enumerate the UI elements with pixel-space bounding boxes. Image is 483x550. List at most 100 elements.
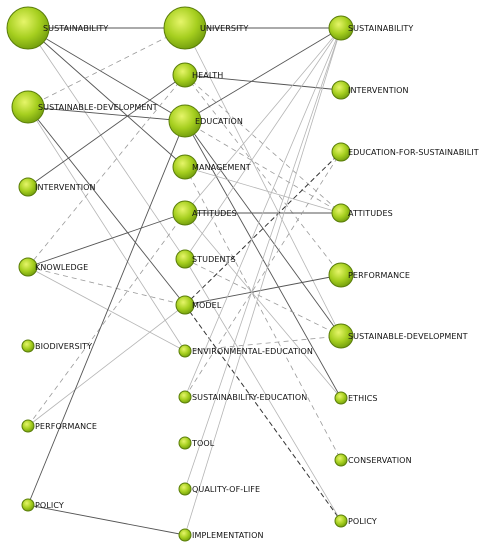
node-circle[interactable] — [6, 6, 50, 50]
node-label: CONSERVATION — [348, 456, 412, 465]
node-circle[interactable] — [163, 6, 207, 50]
node-label: QUALITY-OF-LIFE — [192, 485, 260, 494]
edge-M11-R1 — [184, 27, 342, 490]
node-left-biodiversity[interactable]: BIODIVERSITY — [21, 339, 92, 353]
edge-L7-M12 — [27, 504, 186, 536]
node-circle[interactable] — [178, 436, 192, 450]
edge-M2-R4 — [184, 74, 342, 214]
edge-M9-R3 — [184, 151, 342, 398]
node-label: MANAGEMENT — [192, 163, 251, 172]
edge-M3-R6 — [184, 120, 342, 337]
node-label: EDUCATION-FOR-SUSTAINABILIT — [348, 148, 479, 157]
node-circle[interactable] — [334, 391, 348, 405]
node-circle[interactable] — [18, 257, 38, 277]
node-label: INTERVENTION — [35, 183, 96, 192]
node-circle[interactable] — [175, 295, 195, 315]
edge-M9-R1 — [184, 27, 342, 398]
edge-L1-M3 — [27, 27, 186, 122]
edge-L6-M5 — [27, 212, 186, 427]
node-middle-quality-of-life[interactable]: QUALITY-OF-LIFE — [178, 482, 260, 496]
node-circle[interactable] — [21, 498, 35, 512]
edge-M6-R6 — [184, 258, 342, 337]
edge-M2-R5 — [184, 74, 342, 276]
node-circle[interactable] — [334, 514, 348, 528]
node-middle-students[interactable]: STUDENTS — [175, 249, 236, 269]
edge-M6-R1 — [184, 27, 342, 260]
node-right-sustainable-development[interactable]: SUSTAINABLE-DEVELOPMENT — [328, 323, 468, 349]
node-circle[interactable] — [18, 177, 38, 197]
node-circle[interactable] — [328, 262, 354, 288]
node-label: ETHICS — [348, 394, 378, 403]
node-circle[interactable] — [178, 390, 192, 404]
node-label: SUSTAINABLE-DEVELOPMENT — [348, 332, 468, 341]
node-label: EDUCATION — [195, 117, 243, 126]
node-right-performance[interactable]: PERFORMANCE — [328, 262, 410, 288]
node-circle[interactable] — [21, 419, 35, 433]
node-circle[interactable] — [21, 339, 35, 353]
node-left-intervention[interactable]: INTERVENTION — [18, 177, 96, 197]
node-label: PERFORMANCE — [348, 271, 410, 280]
node-right-intervention[interactable]: INTERVENTION — [331, 80, 409, 100]
node-right-attitudes[interactable]: ATTITUDES — [331, 203, 393, 223]
edge-L7-M3 — [27, 120, 186, 506]
node-circle[interactable] — [331, 80, 351, 100]
node-circle[interactable] — [175, 249, 195, 269]
edges-layer — [27, 27, 342, 536]
edge-L3-M2 — [27, 74, 186, 188]
node-circle[interactable] — [178, 528, 192, 542]
node-right-education-for-sustainabilit[interactable]: EDUCATION-FOR-SUSTAINABILIT — [331, 142, 479, 162]
edge-M4-R4 — [184, 166, 342, 214]
node-right-conservation[interactable]: CONSERVATION — [334, 453, 412, 467]
node-label: UNIVERSITY — [200, 24, 249, 33]
node-middle-model[interactable]: MODEL — [175, 295, 222, 315]
node-label: ENVIRONMENTAL-EDUCATION — [192, 347, 313, 356]
edge-L2-M7 — [27, 106, 186, 306]
node-middle-environmental-education[interactable]: ENVIRONMENTAL-EDUCATION — [178, 344, 313, 358]
node-circle[interactable] — [172, 154, 198, 180]
node-label: POLICY — [348, 517, 377, 526]
node-label: SUSTAINABILITY — [43, 24, 108, 33]
edge-L2-M1 — [27, 27, 186, 108]
node-left-policy[interactable]: POLICY — [21, 498, 64, 512]
node-label: SUSTAINABLE-DEVELOPMENT — [38, 103, 158, 112]
node-circle[interactable] — [172, 200, 198, 226]
node-right-sustainability[interactable]: SUSTAINABILITY — [328, 15, 413, 41]
node-circle[interactable] — [172, 62, 198, 88]
edge-M7-R9 — [184, 304, 342, 522]
edge-M12-R1 — [184, 27, 342, 536]
node-middle-implementation[interactable]: IMPLEMENTATION — [178, 528, 264, 542]
node-label: INTERVENTION — [348, 86, 409, 95]
node-circle[interactable] — [331, 142, 351, 162]
node-middle-health[interactable]: HEALTH — [172, 62, 223, 88]
node-label: BIODIVERSITY — [35, 342, 92, 351]
node-right-policy[interactable]: POLICY — [334, 514, 377, 528]
node-right-ethics[interactable]: ETHICS — [334, 391, 378, 405]
node-left-sustainability[interactable]: SUSTAINABILITY — [6, 6, 108, 50]
node-left-knowledge[interactable]: KNOWLEDGE — [18, 257, 88, 277]
edge-L4-M8 — [27, 266, 186, 352]
edge-L1-M4 — [27, 27, 186, 168]
node-middle-attitudes[interactable]: ATTITUDES — [172, 200, 237, 226]
node-middle-education[interactable]: EDUCATION — [168, 104, 243, 138]
node-circle[interactable] — [328, 15, 354, 41]
node-circle[interactable] — [334, 453, 348, 467]
node-label: PERFORMANCE — [35, 422, 97, 431]
edge-M2-R2 — [184, 74, 342, 91]
node-label: TOOL — [191, 439, 215, 448]
node-middle-management[interactable]: MANAGEMENT — [172, 154, 251, 180]
node-label: ATTITUDES — [348, 209, 393, 218]
node-circle[interactable] — [168, 104, 202, 138]
node-circle[interactable] — [328, 323, 354, 349]
node-middle-sustainability-education[interactable]: SUSTAINABILITY-EDUCATION — [178, 390, 307, 404]
node-middle-tool[interactable]: TOOL — [178, 436, 215, 450]
edge-M7-R5 — [184, 274, 342, 306]
node-circle[interactable] — [331, 203, 351, 223]
node-left-sustainable-development[interactable]: SUSTAINABLE-DEVELOPMENT — [11, 90, 158, 124]
node-left-performance[interactable]: PERFORMANCE — [21, 419, 97, 433]
edge-M4-R8 — [184, 166, 342, 461]
node-circle[interactable] — [178, 482, 192, 496]
node-circle[interactable] — [11, 90, 45, 124]
node-circle[interactable] — [178, 344, 192, 358]
node-middle-university[interactable]: UNIVERSITY — [163, 6, 249, 50]
node-label: SUSTAINABILITY — [348, 24, 413, 33]
